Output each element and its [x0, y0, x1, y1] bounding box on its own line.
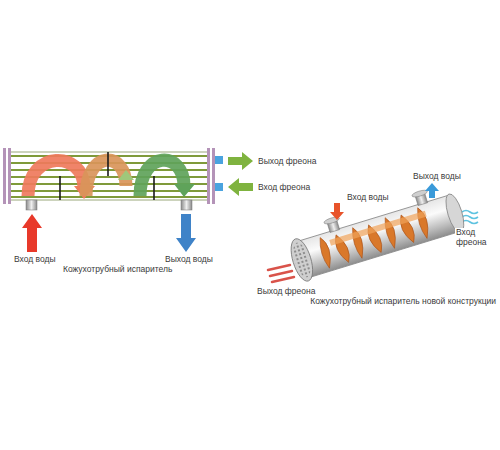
freon-inlet-label: Вход фреона — [257, 183, 311, 193]
water-outlet-label: Выход воды — [164, 255, 214, 265]
caption-label: Кожухотрубный испаритель — [62, 265, 173, 275]
new-evaporator — [268, 181, 478, 284]
caption-label: Кожухотрубный испаритель новой конструкц… — [309, 297, 497, 307]
water-inlet-label: Вход воды — [13, 255, 57, 265]
freon-inlet-label: Вход фреона — [455, 228, 497, 248]
freon-outlet-label: Выход фреона — [256, 287, 316, 297]
water-outlet-label: Выход воды — [412, 172, 462, 182]
classic-evaporator — [3, 148, 253, 252]
freon-outlet-label: Выход фреона — [257, 157, 317, 167]
water-inlet-label: Вход воды — [346, 193, 390, 203]
